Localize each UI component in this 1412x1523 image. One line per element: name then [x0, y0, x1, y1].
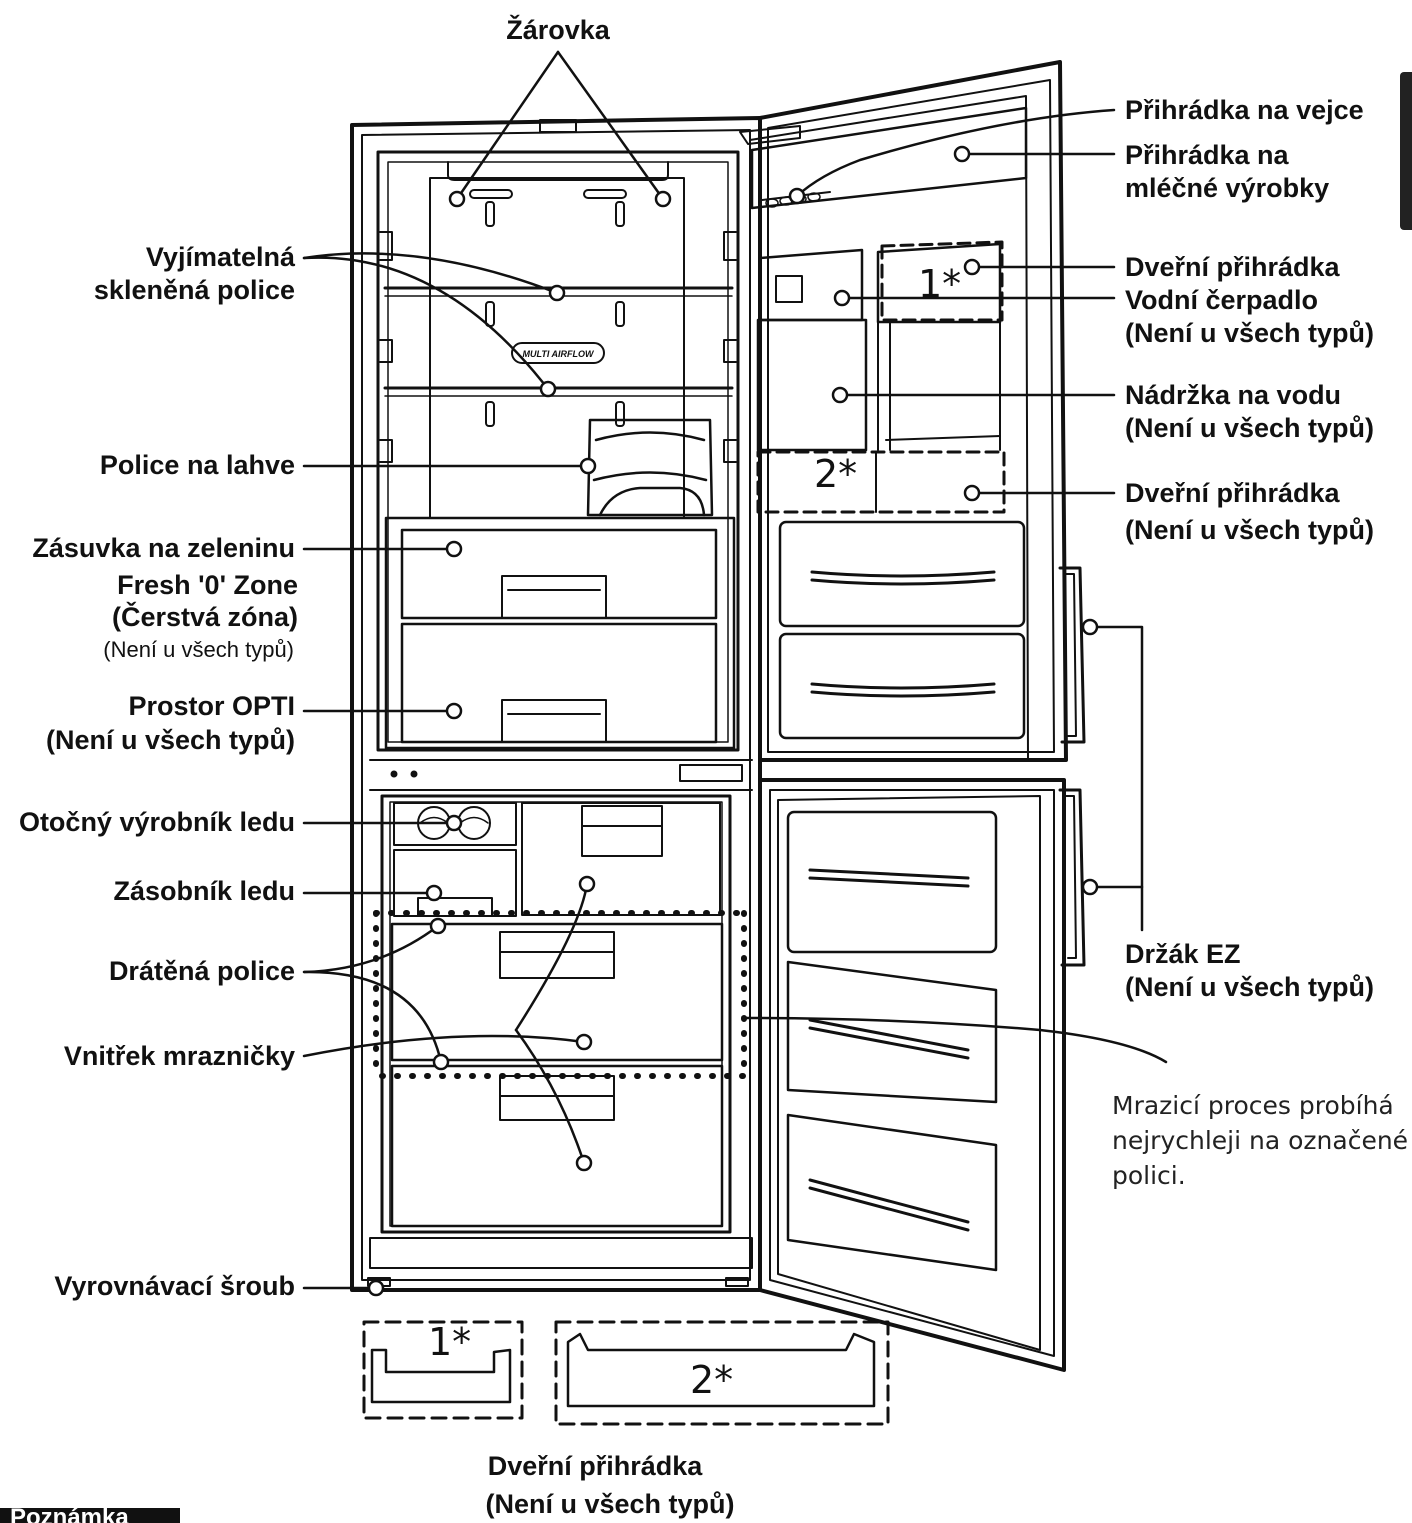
label-bottle-shelf: Police na lahve — [99, 450, 295, 480]
label-fresh-zone-line3: (Není u všech typů) — [103, 637, 294, 662]
label-door-basket-bottom-line2: (Není u všech typů) — [485, 1489, 735, 1519]
freeze-note-line1: Mrazicí proces probíhá — [1112, 1091, 1394, 1120]
label-door-basket-b-line1: Dveřní přihrádka — [1125, 478, 1340, 508]
label-leveling-screw: Vyrovnávací šroub — [54, 1271, 295, 1301]
label-water-tank-line1: Nádržka na vodu — [1125, 380, 1342, 410]
label-glass-shelf-line1: Vyjímatelná — [145, 242, 295, 272]
label-water-pump-line2: (Není u všech typů) — [1125, 318, 1375, 348]
marker-1-door: 1* — [918, 262, 962, 306]
leader-lines — [302, 50, 1168, 1290]
fast-freeze-marker — [373, 910, 747, 1079]
label-water-tank-line2: (Není u všech typů) — [1125, 413, 1375, 443]
label-ice-maker: Otočný výrobník ledu — [18, 807, 295, 837]
marker-2-basket: 2* — [690, 1358, 734, 1402]
label-ez-handle-line1: Držák EZ — [1125, 939, 1241, 969]
label-opti-line2: (Není u všech typů) — [45, 725, 295, 755]
label-veg-drawer: Zásuvka na zeleninu — [32, 533, 295, 563]
marker-1-basket: 1* — [428, 1320, 472, 1364]
marker-2-door: 2* — [814, 452, 858, 496]
label-bulb: Žárovka — [506, 15, 610, 45]
label-wire-shelf: Drátěná police — [108, 956, 295, 986]
door-basket-2 — [554, 1320, 890, 1426]
label-water-pump-line1: Vodní čerpadlo — [1125, 285, 1319, 315]
shelf-badge-text: MULTI AIRFLOW — [523, 349, 595, 359]
fridge-door — [739, 60, 1086, 762]
label-egg-tray: Přihrádka na vejce — [1125, 95, 1364, 125]
page-side-tab — [1400, 72, 1412, 230]
label-freezer-inside: Vnitřek mrazničky — [63, 1041, 295, 1071]
door-basket-1 — [362, 1320, 524, 1420]
label-glass-shelf-line2: skleněná police — [93, 275, 295, 305]
note-heading-badge: Poznámka — [0, 1508, 180, 1523]
label-door-basket-bottom-line1: Dveřní přihrádka — [487, 1451, 703, 1481]
freeze-note-line3: polici. — [1112, 1161, 1186, 1190]
label-door-basket-a: Dveřní přihrádka — [1125, 252, 1340, 282]
freeze-note-line2: nejrychleji na označené — [1112, 1126, 1409, 1155]
label-ice-bank: Zásobník ledu — [113, 876, 295, 906]
label-ez-handle-line2: (Není u všech typů) — [1125, 972, 1375, 1002]
freezer-door — [758, 778, 1086, 1372]
note-heading: Poznámka — [10, 1508, 129, 1523]
label-door-basket-b-line2: (Není u všech typů) — [1125, 515, 1375, 545]
callout-dots — [367, 145, 1099, 1297]
label-dairy-line1: Přihrádka na — [1125, 140, 1289, 170]
label-opti-line1: Prostor OPTI — [128, 691, 295, 721]
label-dairy-line2: mléčné výrobky — [1125, 173, 1330, 203]
label-fresh-zone-line2: (Čerstvá zóna) — [111, 602, 298, 632]
label-fresh-zone-line1: Fresh '0' Zone — [117, 570, 298, 600]
